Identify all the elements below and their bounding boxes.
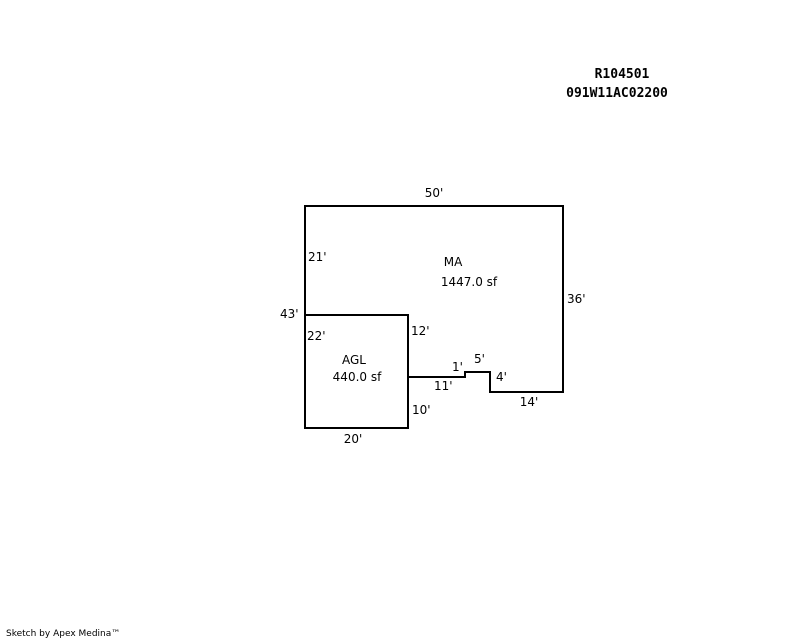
main-area-size: 1447.0 sf	[441, 275, 498, 289]
parcel-id: 091W11AC02200	[566, 86, 668, 101]
dimension-main-bottom: 14'	[520, 395, 539, 409]
dimension-jog-right: 4'	[496, 370, 507, 384]
dimension-garage-bottom: 20'	[344, 432, 363, 446]
footer-credit: Sketch by Apex Medina™	[6, 629, 120, 639]
dimension-main-right: 36'	[567, 292, 586, 306]
dimension-main-left-upper: 21'	[308, 250, 327, 264]
garage-area-outline	[304, 314, 409, 429]
dimension-main-top: 50'	[425, 186, 444, 200]
dimension-garage-right-upper: 12'	[411, 324, 430, 338]
dimension-garage-right-lower: 10'	[412, 403, 431, 417]
record-id: R104501	[595, 67, 650, 82]
dimension-overall-left: 43'	[280, 307, 299, 321]
dimension-jog-top: 5'	[474, 352, 485, 366]
dimension-step-bottom: 11'	[434, 379, 453, 393]
main-area-outline	[304, 205, 564, 393]
garage-area-size: 440.0 sf	[333, 370, 382, 384]
dimension-jog-small: 1'	[452, 360, 463, 374]
dimension-garage-left: 22'	[307, 329, 326, 343]
garage-area-code: AGL	[342, 353, 366, 367]
main-area-code: MA	[444, 255, 463, 269]
